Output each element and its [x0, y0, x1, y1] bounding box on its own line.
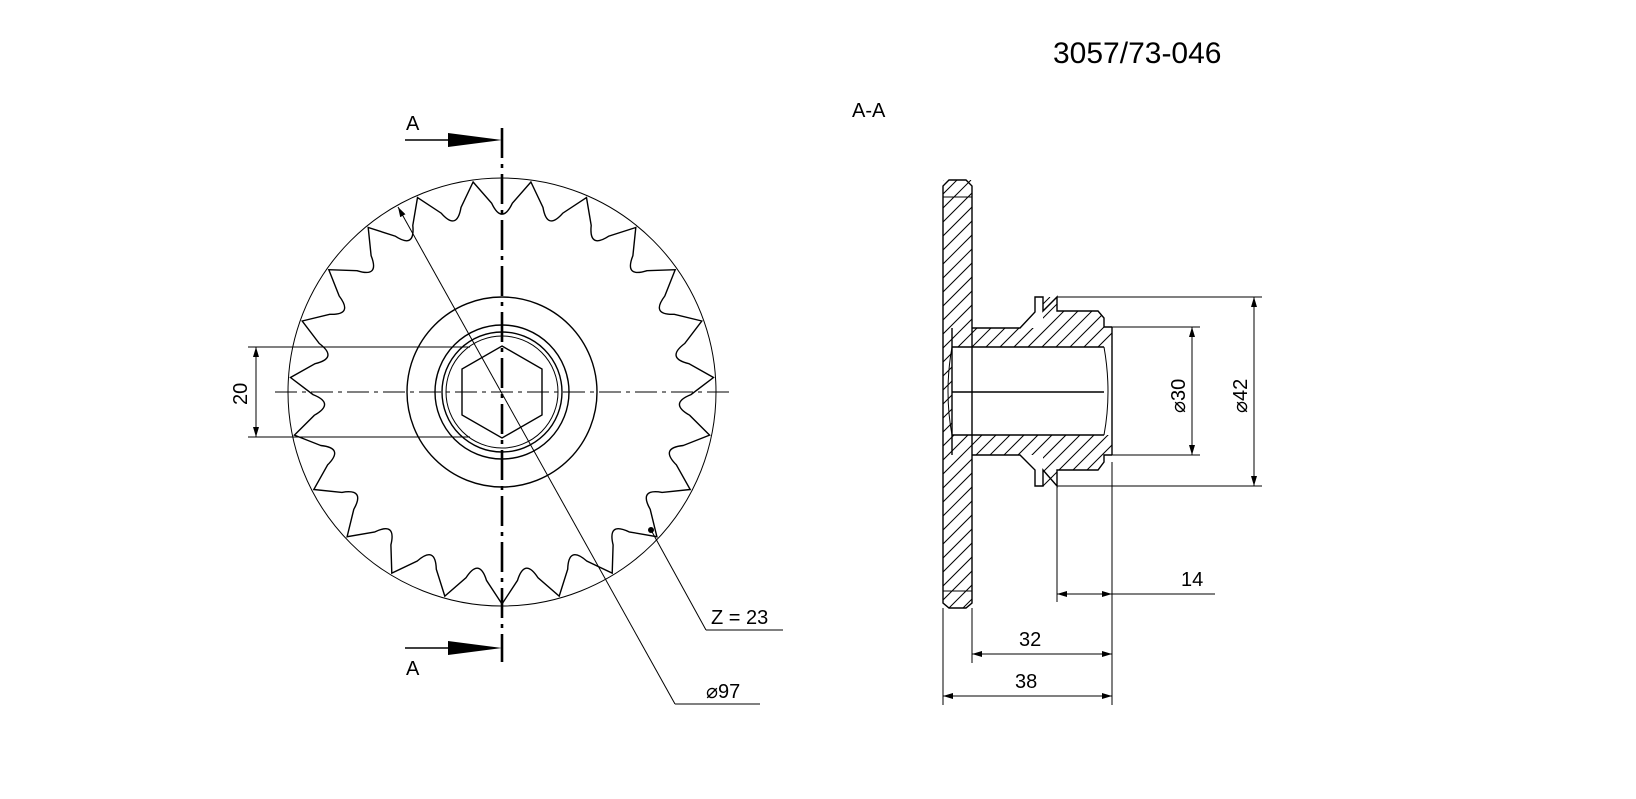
hatch-line: [1295, 297, 1484, 486]
hatch-line: [1243, 180, 1636, 608]
hatch-line: [1383, 180, 1636, 608]
section-arrow-top-head: [448, 133, 502, 147]
hatch-line: [1183, 297, 1372, 486]
hub-outline-bottom: [972, 454, 1112, 488]
hub-diameter-label: ⌀42: [1230, 379, 1252, 413]
total-length-label: 38: [1015, 671, 1037, 693]
bore-diameter-label: ⌀30: [1168, 379, 1190, 413]
hatch-line: [943, 180, 972, 608]
hatch-line: [1201, 180, 1629, 608]
hatch-line: [943, 180, 972, 608]
hatch-line: [1239, 297, 1428, 486]
hatch-line: [943, 180, 972, 608]
hex-socket: [461, 345, 543, 439]
hatch-line: [943, 180, 972, 608]
hatch-line: [1229, 180, 1636, 608]
hatch-line: [943, 180, 972, 608]
section-arrow-bottom-head: [448, 641, 502, 655]
hatch-line: [1113, 297, 1302, 486]
hatch-line: [1341, 180, 1636, 608]
hatch-line: [1215, 180, 1636, 608]
hatch-line: [1267, 297, 1456, 486]
hatch-line: [1061, 180, 1489, 608]
hatch-line: [1281, 297, 1470, 486]
hatch-line: [1075, 180, 1503, 608]
hub-outline-top: [972, 295, 1112, 329]
hatch-line: [1271, 180, 1636, 608]
hub-length-label: 32: [1019, 629, 1041, 651]
hatch-line: [1369, 180, 1636, 608]
outer-diameter-label: ⌀97: [706, 681, 740, 703]
hatch-line: [1225, 297, 1414, 486]
hatch-line: [1299, 180, 1636, 608]
sprocket-tooth-profile: [289, 180, 715, 606]
hex-width-label: 20: [230, 383, 252, 405]
section-mark-top: A: [406, 113, 420, 135]
hatch-line: [943, 180, 944, 608]
section-mark-bottom: A: [406, 658, 420, 680]
teeth-count-label: Z = 23: [711, 607, 768, 629]
hub-hatching: [952, 297, 1484, 486]
hatch-line: [952, 297, 953, 486]
hatch-line: [1253, 297, 1442, 486]
sprocket-front-view: A A 20 ⌀97 Z = 23: [230, 113, 783, 705]
hatch-line: [1098, 297, 1112, 486]
hatch-line: [1159, 180, 1587, 608]
hatch-line: [1257, 180, 1636, 608]
section-title: A-A: [852, 100, 886, 122]
teeth-leader: [650, 529, 707, 631]
hatch-line: [943, 180, 972, 608]
hatch-line: [1070, 297, 1112, 486]
hatch-line: [952, 297, 995, 486]
hatch-line: [1355, 180, 1636, 608]
hatch-line: [1285, 180, 1636, 608]
part-number: 3057/73-046: [1053, 37, 1222, 70]
hatch-line: [1028, 297, 1112, 486]
bore-void: [952, 347, 1112, 435]
hatch-line: [943, 180, 972, 608]
hatch-line: [1056, 297, 1112, 486]
bore-edge-left: [947, 346, 953, 436]
hatch-line: [1313, 180, 1636, 608]
hatch-line: [1042, 297, 1112, 486]
hatch-line: [1127, 297, 1316, 486]
flange-outline: [942, 179, 973, 609]
hatch-line: [1131, 180, 1559, 608]
hatch-line: [1397, 180, 1636, 608]
hatch-line: [1197, 297, 1386, 486]
hatch-line: [1327, 180, 1636, 608]
step-length-label: 14: [1181, 569, 1203, 591]
hatch-line: [1145, 180, 1573, 608]
bore-edge-right: [1103, 346, 1109, 436]
outer-diameter-leader: [397, 206, 676, 705]
hatch-line: [952, 297, 967, 486]
section-view: ⌀30 ⌀42 14 32 38: [942, 179, 1636, 705]
hatch-line: [943, 180, 958, 608]
hatch-line: [943, 180, 972, 608]
hatch-line: [1169, 297, 1358, 486]
hatch-line: [1089, 180, 1517, 608]
